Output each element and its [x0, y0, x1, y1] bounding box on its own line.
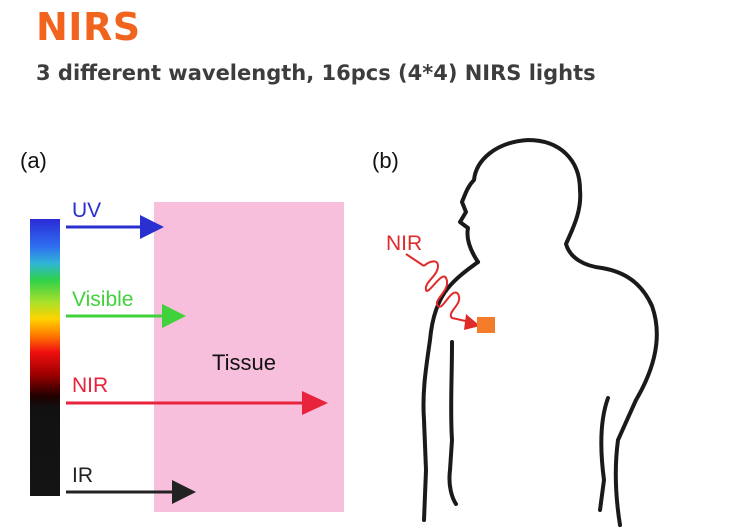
panel-a-label: (a): [20, 148, 47, 173]
target-square: [477, 317, 495, 333]
left-arm-inner-outline: [447, 340, 458, 506]
nir-wave-arrowhead: [464, 314, 480, 330]
ir-arrow: [66, 480, 196, 504]
panel-b-label: (b): [372, 148, 399, 173]
spectrum-bar: [30, 219, 60, 496]
right-arm-inner-outline: [598, 396, 610, 512]
nir-label-a: NIR: [72, 374, 108, 397]
tissue-block: [154, 202, 344, 512]
ir-label: IR: [72, 464, 93, 487]
nir-leader-line: [405, 253, 425, 267]
uv-arrow: [66, 215, 164, 239]
tissue-label: Tissue: [212, 350, 276, 375]
uv-label: UV: [72, 199, 101, 222]
visible-label: Visible: [72, 288, 133, 311]
page-subtitle: 3 different wavelength, 16pcs (4*4) NIRS…: [36, 61, 596, 85]
page-title: NIRS: [36, 5, 141, 49]
human-silhouette: [458, 138, 659, 527]
nir-label-b: NIR: [386, 232, 422, 255]
torso-left-outline: [421, 260, 480, 522]
visible-arrow: [66, 304, 186, 328]
nir-arrow: [66, 391, 328, 415]
nir-wave: [423, 260, 471, 323]
